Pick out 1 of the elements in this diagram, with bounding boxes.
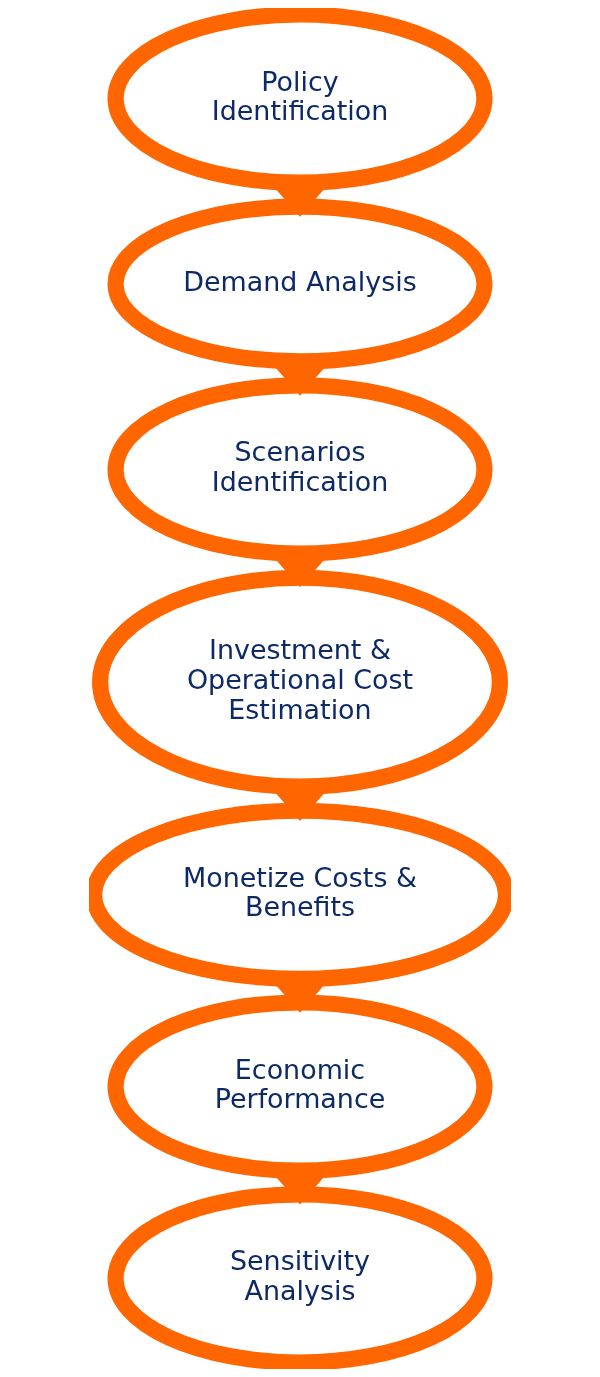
node-ellipse: Sensitivity Analysis — [107, 1186, 493, 1369]
